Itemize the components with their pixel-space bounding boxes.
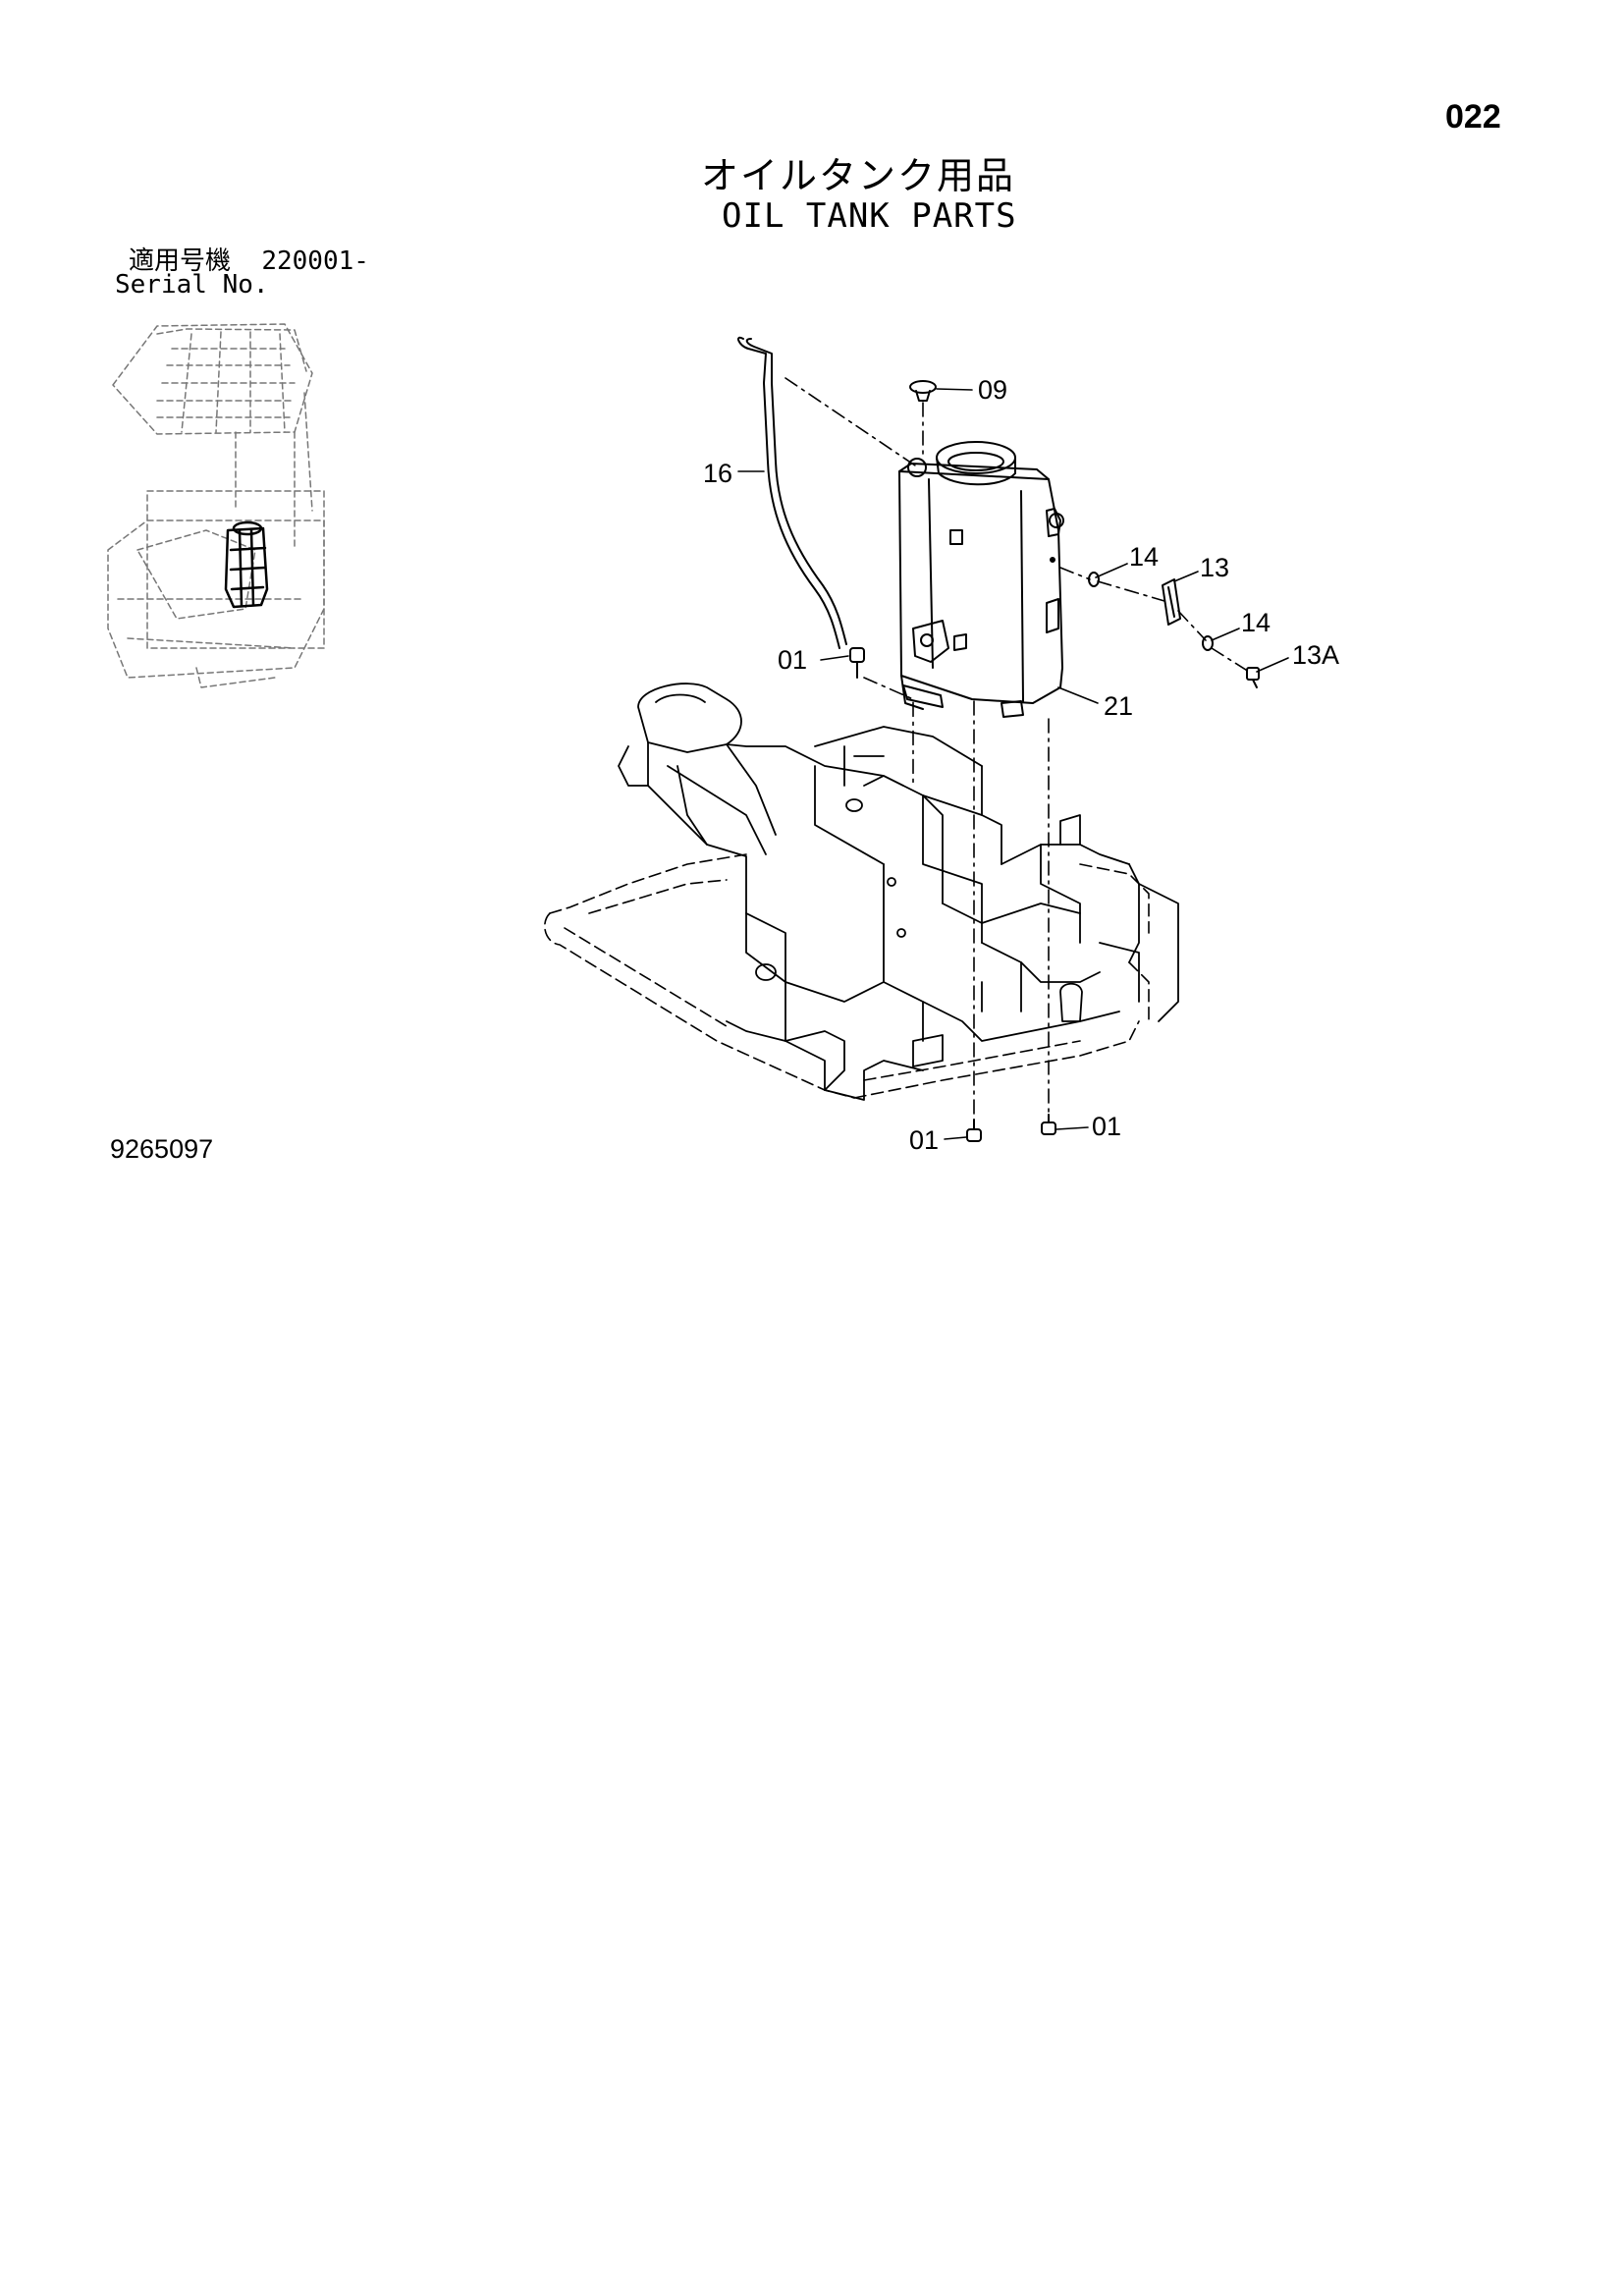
callout-13a: 13A — [1292, 640, 1339, 670]
lower-frame-dashed — [544, 853, 1150, 1099]
callout-14-upper: 14 — [1129, 542, 1159, 572]
assembly-lines — [784, 377, 1250, 1121]
callout-14-lower: 14 — [1241, 608, 1271, 637]
callout-13: 13 — [1200, 553, 1229, 582]
page-title-japanese: オイルタンク用品 — [701, 154, 1016, 197]
callout-16: 16 — [703, 459, 732, 488]
callout-leaders — [737, 388, 1289, 1140]
washer-14-lower — [1202, 635, 1214, 651]
callout-21: 21 — [1104, 691, 1133, 721]
oil-tank-highlight — [224, 520, 269, 609]
bolt-01-bottom-right — [1041, 1114, 1056, 1135]
upper-frame — [618, 683, 1179, 1101]
drawing-number: 9265097 — [110, 1134, 214, 1164]
page-title-english: OIL TANK PARTS — [722, 196, 1017, 236]
machine-overview-thumbnail — [107, 323, 325, 688]
cap-09 — [909, 380, 937, 402]
bolt-13a — [1246, 667, 1260, 688]
callout-01-top: 01 — [778, 645, 807, 675]
serial-label-ja: 適用号機 — [129, 246, 232, 276]
oil-tank-21 — [898, 441, 1064, 718]
bolt-01-bottom-left — [966, 1119, 982, 1142]
callout-01-bottom-left: 01 — [909, 1125, 939, 1155]
serial-value: 220001- — [261, 246, 369, 276]
bolt-01-top — [849, 647, 865, 679]
callout-09: 09 — [978, 375, 1007, 405]
clamp-13 — [1162, 578, 1181, 626]
hose-16 — [736, 336, 847, 649]
callout-01-bottom-right: 01 — [1092, 1112, 1121, 1141]
page-number: 022 — [1445, 98, 1501, 136]
serial-label-en: Serial No. — [115, 270, 269, 300]
serial-block: 適用号機 220001- Serial No. — [115, 246, 369, 300]
